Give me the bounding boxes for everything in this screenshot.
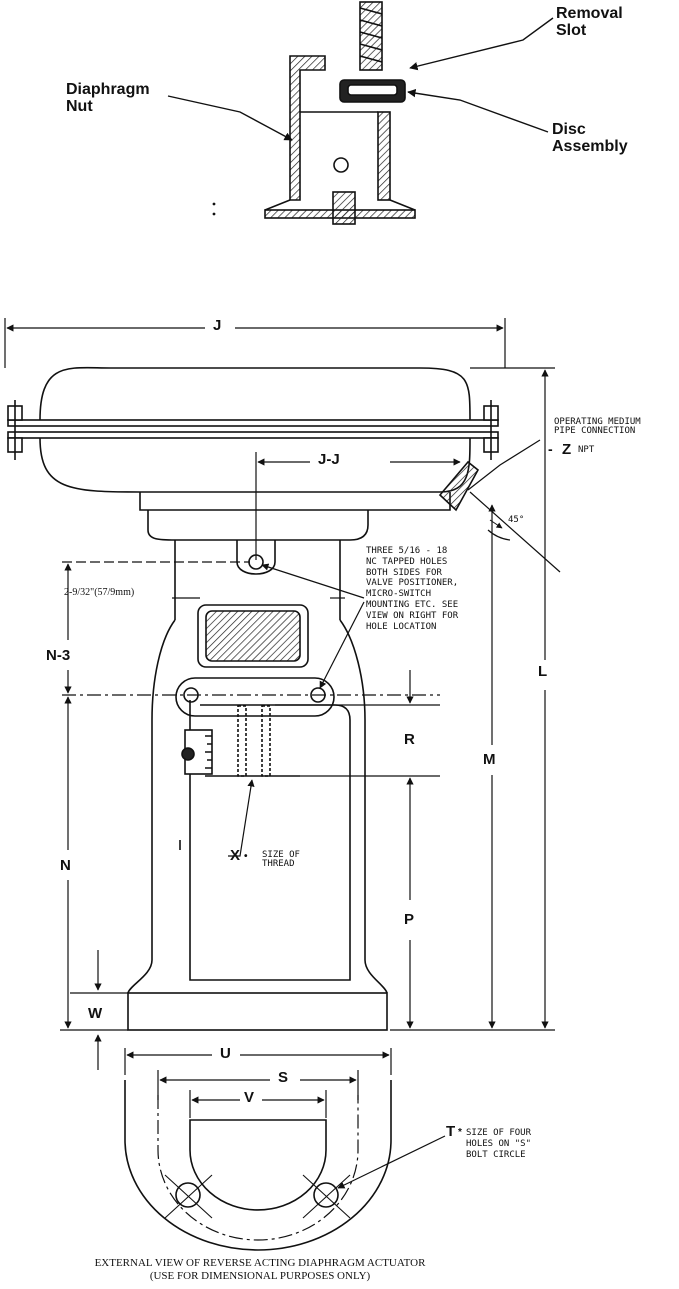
tapped-holes-note: THREE 5/16 - 18 NC TAPPED HOLES BOTH SID…	[366, 546, 459, 632]
angle-45-label: 45°	[508, 515, 525, 525]
dim-w-label: W	[88, 1005, 103, 1022]
dim-j-label: J	[213, 317, 222, 334]
dim-t-label: T	[446, 1123, 456, 1140]
diaphragm-nut-label: Diaphragm Nut	[66, 81, 150, 115]
dim-r-label: R	[404, 731, 415, 748]
dim-u-label: U	[220, 1045, 231, 1062]
caption-line-1: EXTERNAL VIEW OF REVERSE ACTING DIAPHRAG…	[94, 1257, 426, 1269]
dim-m-label: M	[483, 751, 496, 768]
dim-z-prefix: -	[548, 441, 553, 457]
top-view-leaders	[167, 17, 554, 141]
dim-p-label: P	[404, 911, 415, 928]
caption-line-2: (USE FOR DIMENSIONAL PURPOSES ONLY)	[149, 1270, 371, 1282]
tapped-holes-leaders	[261, 563, 365, 689]
diaphragm-casing	[7, 366, 499, 493]
t-asterisk: *	[458, 1127, 462, 1138]
dim-s-label: S	[278, 1069, 289, 1086]
dim-n-label: N	[60, 857, 71, 874]
dim-jj-label: J-J	[318, 451, 340, 468]
dim-z-label: Z	[562, 441, 572, 458]
dim-l-line	[390, 367, 555, 1031]
x-note: SIZE OF THREAD	[262, 850, 300, 870]
dim-jj-line	[255, 452, 461, 560]
dim-l-label: L	[538, 663, 548, 680]
dim-2-9-32-label: 2-9/32"(57/9mm)	[64, 587, 135, 598]
dim-j-line	[4, 318, 506, 368]
x-asterisk: •	[244, 851, 248, 862]
disc-assembly-detail	[264, 1, 416, 225]
dim-n3-label: N-3	[46, 647, 71, 664]
dim-x-label: X	[230, 847, 241, 864]
removal-slot-label: Removal Slot	[556, 5, 623, 39]
t-note: SIZE OF FOUR HOLES ON "S" BOLT CIRCLE	[466, 1128, 532, 1160]
left-dim-lines	[60, 561, 440, 1070]
disc-assembly-label: Disc Assembly	[552, 121, 628, 155]
x-leader	[228, 779, 255, 857]
npt-label: NPT	[578, 445, 595, 455]
base-bottom-view	[124, 1080, 392, 1251]
dot-mark	[212, 212, 216, 216]
dim-v-label: V	[244, 1089, 255, 1106]
dim-rp-lines	[275, 670, 440, 1029]
dot-mark	[212, 202, 216, 206]
bottom-dim-lines	[124, 1048, 446, 1189]
operating-medium-label: OPERATING MEDIUM PIPE CONNECTION	[554, 417, 641, 437]
